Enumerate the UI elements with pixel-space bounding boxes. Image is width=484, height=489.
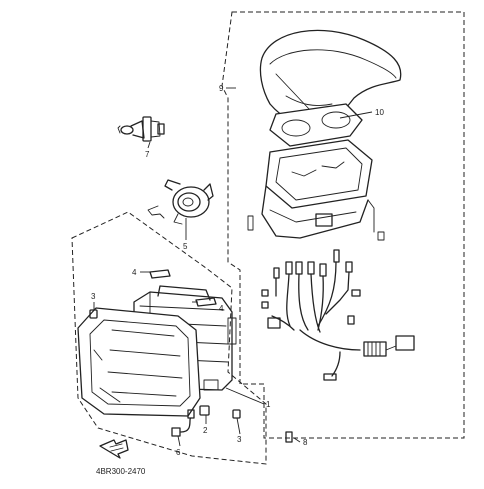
bulb-socket — [147, 179, 214, 225]
meter-bulb-small — [285, 431, 293, 443]
callout-5: 5 — [183, 242, 188, 251]
callout-6: 6 — [176, 448, 181, 457]
headlight-lens — [77, 307, 201, 417]
mounting-clip-lower — [195, 297, 217, 307]
callout-8: 8 — [303, 438, 308, 447]
callout-3-left: 3 — [91, 292, 96, 301]
callout-4-upper: 4 — [132, 268, 137, 277]
meter-group-boundary — [221, 11, 465, 439]
callout-2: 2 — [203, 426, 208, 435]
callout-7: 7 — [145, 150, 150, 159]
drawing-code: 4BR300-2470 — [96, 467, 146, 476]
headlight-bulb — [117, 116, 165, 142]
callout-9: 9 — [219, 84, 224, 93]
meter-assembly — [247, 139, 385, 241]
adjust-screw-right — [232, 409, 241, 419]
callout-3-right: 3 — [237, 435, 242, 444]
callout-leaders — [93, 87, 373, 447]
front-direction-arrow-icon — [99, 439, 129, 459]
callout-1: 1 — [266, 400, 271, 409]
meter-lens-panel — [269, 103, 363, 147]
meter-wire-harness — [261, 249, 415, 381]
callout-4-lower: 4 — [219, 304, 224, 313]
adjust-screw-left — [89, 309, 98, 319]
adjusting-nut — [199, 405, 210, 416]
mounting-clip-upper — [149, 269, 171, 279]
sub-lead-wire — [171, 409, 195, 437]
headlight-group-boundary — [71, 211, 267, 465]
callout-10: 10 — [375, 108, 384, 117]
